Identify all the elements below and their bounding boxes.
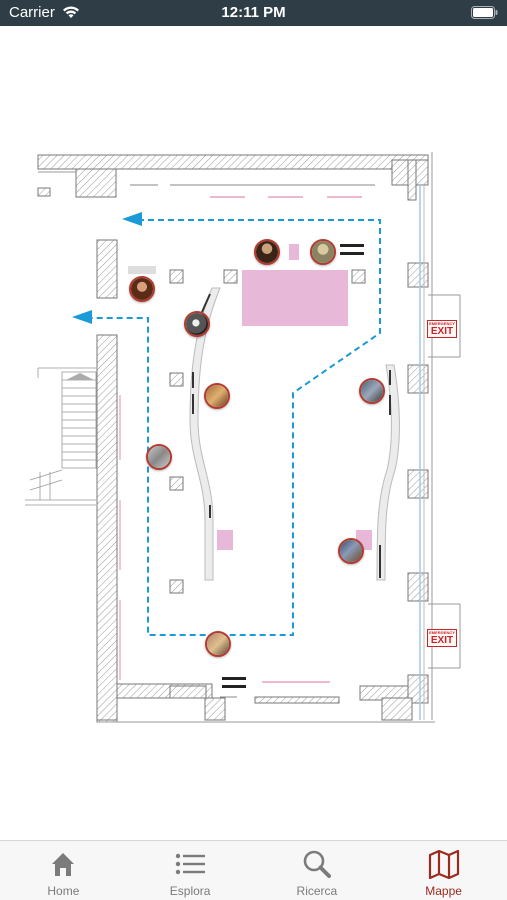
wall-right <box>407 159 429 704</box>
tab-home[interactable]: Home <box>0 841 127 900</box>
status-bar: Carrier 12:11 PM <box>0 0 507 26</box>
staircase <box>25 367 97 506</box>
curved-wall-left <box>189 287 221 581</box>
list-icon <box>175 853 206 875</box>
tab-bar: Home Esplora Ricerca <box>0 840 507 900</box>
floor-plan <box>25 152 461 723</box>
central-exhibit <box>242 270 348 326</box>
wifi-icon <box>63 6 79 18</box>
poi-portrait-icon[interactable] <box>254 239 280 265</box>
home-icon <box>52 853 75 876</box>
wall-left <box>96 239 118 721</box>
poi-portrait-icon[interactable] <box>129 276 155 302</box>
tab-esplora[interactable]: Esplora <box>127 841 254 900</box>
wall-top <box>37 154 429 198</box>
poi-artwork-icon[interactable] <box>338 538 364 564</box>
wall-bottom <box>96 683 413 723</box>
battery-icon <box>471 6 498 19</box>
tab-label: Home <box>47 884 80 898</box>
poi-artwork-icon[interactable] <box>205 631 231 657</box>
clock: 12:11 PM <box>221 4 286 21</box>
tab-mappe[interactable]: Mappe <box>380 841 507 900</box>
route-arrow-icon <box>122 212 142 226</box>
map-icon <box>428 849 459 879</box>
poi-artwork-icon[interactable] <box>204 383 230 409</box>
poi-artwork-icon[interactable] <box>184 311 210 337</box>
tab-label: Esplora <box>169 884 211 898</box>
curved-wall-right <box>376 364 400 581</box>
pillars <box>169 269 366 594</box>
carrier-label: Carrier <box>9 4 55 21</box>
search-icon <box>303 850 331 878</box>
poi-artwork-icon[interactable] <box>146 444 172 470</box>
route-arrow-icon <box>72 310 92 324</box>
tab-ricerca[interactable]: Ricerca <box>254 841 381 900</box>
poi-artwork-icon[interactable] <box>359 378 385 404</box>
tab-label: Mappe <box>425 884 462 898</box>
visitor-route <box>92 219 381 636</box>
poi-portrait-icon[interactable] <box>310 239 336 265</box>
tab-label: Ricerca <box>296 884 338 898</box>
